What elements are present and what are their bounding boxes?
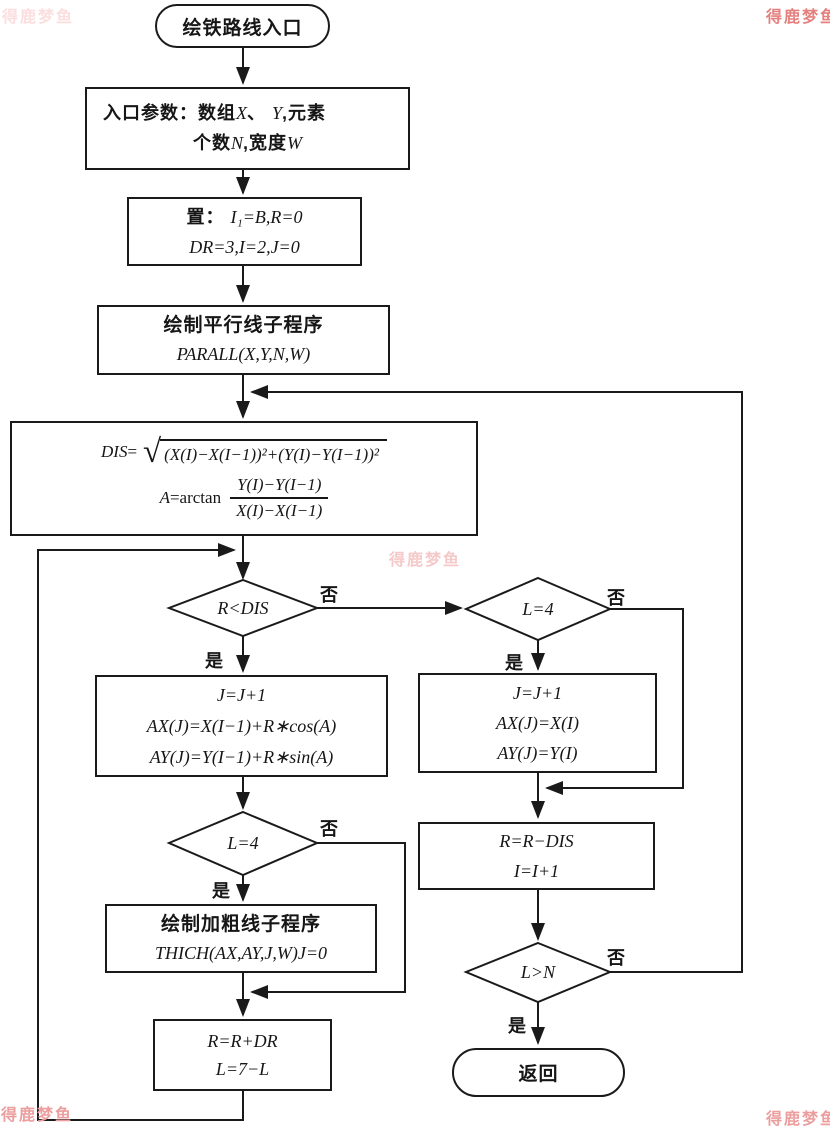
lgtn-yes-label: 是 (508, 1016, 526, 1036)
fraction-numerator: Y(I)−Y(I−1) (230, 475, 329, 499)
edge-updateleft-loop (37, 543, 244, 1121)
decision-l-gt-n-shape (463, 941, 613, 1004)
start-terminal: 绘铁路线入口 (155, 4, 330, 48)
process-entry-params: 入口参数：数组X、 Y,元素 个数N,宽度W (85, 87, 410, 170)
sqrt-radical-sign: √ (143, 433, 162, 470)
update-left-line1: R=R+DR (207, 1031, 278, 1051)
watermark: 得鹿梦鱼 (766, 1111, 830, 1128)
edge-l4right-no-loop (545, 608, 684, 795)
parallel-line2: PARALL(X,Y,N,W) (176, 344, 311, 364)
process-thick-subroutine: 绘制加粗线子程序 THICH(AX,AY,J,W)J=0 (105, 904, 377, 973)
formula-arctan-row: A=arctan Y(I)−Y(I−1)X(I)−X(I−1) (12, 475, 476, 521)
decision-l4-left-shape (166, 810, 320, 877)
process-calc-right: J=J+1 AX(J)=X(I) AY(J)=Y(I) (418, 673, 657, 773)
init-line1: 置： I₁=B,R=0 (186, 206, 303, 227)
calc-right-line2: AX(J)=X(I) (495, 713, 580, 733)
entry-params-line1: 入口参数：数组X、 Y,元素 (103, 102, 327, 123)
watermark: 得鹿梦鱼 (2, 9, 75, 26)
decision-r-lt-dis-shape (166, 578, 320, 638)
return-label: 返回 (518, 1064, 559, 1085)
edge-l4left-no-loop (250, 842, 406, 999)
l4left-yes-label: 是 (212, 881, 230, 901)
formula-fraction: Y(I)−Y(I−1)X(I)−X(I−1) (230, 475, 329, 521)
lgtn-no-label: 否 (607, 948, 625, 968)
update-right-line1: R=R−DIS (499, 831, 574, 851)
update-left-line2: L=7−L (215, 1059, 270, 1079)
update-right-line2: I=I+1 (513, 861, 560, 881)
process-formula: DIS= √(X(I)−X(I−1))²+(Y(I)−Y(I−1))² A=ar… (10, 421, 478, 536)
formula-sqrt-expression: (X(I)−X(I−1))²+(Y(I)−Y(I−1))² (160, 438, 387, 465)
rdis-no-label: 否 (320, 585, 338, 605)
fraction-denominator: X(I)−X(I−1) (236, 500, 323, 520)
process-init: 置： I₁=B,R=0 DR=3,I=2,J=0 (127, 197, 362, 266)
decision-l4-right-label: L=4 (522, 598, 554, 619)
init-line2: DR=3,I=2,J=0 (189, 236, 300, 257)
watermark: 得鹿梦鱼 (1, 1107, 74, 1124)
l4right-yes-label: 是 (505, 653, 523, 673)
process-update-left: R=R+DR L=7−L (153, 1019, 332, 1091)
watermark: 得鹿梦鱼 (766, 9, 830, 26)
edge-lgtn-no-bigloop (250, 385, 743, 973)
calc-left-line3: AY(J)=Y(I−1)+R∗sin(A) (149, 746, 334, 767)
thick-line2: THICH(AX,AY,J,W)J=0 (155, 942, 327, 963)
start-label: 绘铁路线入口 (182, 17, 303, 39)
process-parallel-subroutine: 绘制平行线子程序 PARALL(X,Y,N,W) (97, 305, 390, 375)
l4right-no-label: 否 (607, 588, 625, 608)
formula-sqrt: √(X(I)−X(I−1))²+(Y(I)−Y(I−1))² (143, 433, 387, 470)
formula-dis-row: DIS= √(X(I)−X(I−1))²+(Y(I)−Y(I−1))² (12, 433, 476, 470)
return-terminal: 返回 (452, 1048, 625, 1097)
entry-params-line2: 个数N,宽度W (192, 132, 303, 153)
thick-line1: 绘制加粗线子程序 (160, 913, 321, 935)
formula-dis-prefix: DIS= (101, 442, 138, 461)
watermark: 得鹿梦鱼 (389, 552, 462, 569)
decision-l4-right-shape (463, 576, 613, 642)
decision-l4-left-label: L=4 (227, 833, 259, 853)
decision-l-gt-n-label: L>N (520, 962, 556, 982)
rdis-yes-label: 是 (205, 651, 223, 671)
decision-r-lt-dis-label: R<DIS (217, 597, 269, 618)
process-calc-left: J=J+1 AX(J)=X(I−1)+R∗cos(A) AY(J)=Y(I−1)… (95, 675, 388, 777)
calc-left-line2: AX(J)=X(I−1)+R∗cos(A) (146, 715, 337, 736)
l4left-no-label: 否 (320, 819, 338, 839)
formula-arctan-prefix: A=arctan (159, 487, 222, 507)
parallel-line1: 绘制平行线子程序 (163, 315, 324, 336)
calc-right-line1: J=J+1 (512, 683, 563, 703)
process-update-right: R=R−DIS I=I+1 (418, 822, 655, 890)
calc-left-line1: J=J+1 (216, 684, 267, 705)
calc-right-line3: AY(J)=Y(I) (497, 743, 578, 763)
